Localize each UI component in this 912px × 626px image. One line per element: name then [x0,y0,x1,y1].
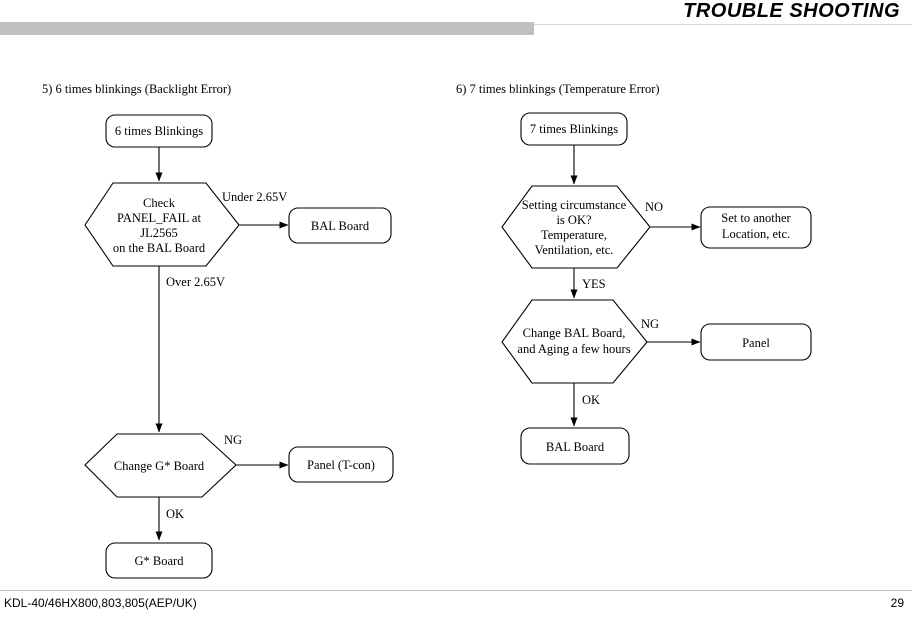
node-left-bal-board[interactable]: BAL Board [288,207,392,244]
node-left-start-label: 6 times Blinkings [115,124,203,138]
edge-label-right-yes: YES [582,277,606,291]
node-left-panel-tcon-shape [288,446,394,483]
node-left-check-line-1: Check [143,196,176,210]
node-left-check-line-4: on the BAL Board [113,241,206,255]
edge-label-over-265v: Over 2.65V [166,275,225,289]
node-right-setting-line-2: is OK? [556,213,592,227]
section-title-right: 6) 7 times blinkings (Temperature Error) [456,82,660,96]
edge-label-right-ng: NG [641,317,659,331]
footer-document-id: KDL-40/46HX800,803,805(AEP/UK) [4,596,197,610]
node-right-panel-label: Panel [742,336,770,350]
node-left-g-board-label: G* Board [135,554,185,568]
node-right-set-another-location-shape [700,206,812,249]
edge-label-under-265v: Under 2.65V [222,190,287,204]
node-left-change-g-board-label: Change G* Board [114,459,205,473]
edge-label-left-ok: OK [166,507,184,521]
node-left-start[interactable]: 6 times Blinkings [105,114,213,148]
node-right-start-label: 7 times Blinkings [530,122,618,136]
node-right-set-another-location[interactable]: Set to another Location, etc. [700,206,812,249]
page-footer: KDL-40/46HX800,803,805(AEP/UK) 29 [0,590,912,626]
footer-divider [0,590,912,591]
node-right-location-line-2: Location, etc. [722,227,790,241]
node-left-bal-board-shape [288,207,392,244]
node-right-start[interactable]: 7 times Blinkings [520,112,628,146]
node-right-setting-line-4: Ventilation, etc. [535,243,614,257]
node-left-check-panel-fail[interactable]: Check PANEL_FAIL at JL2565 on the BAL Bo… [84,182,240,267]
node-right-change-bal-line-1: Change BAL Board, [523,326,626,340]
node-left-panel-tcon-label: Panel (T-con) [307,458,375,472]
edge-label-left-ng: NG [224,433,242,447]
node-left-change-g-board[interactable]: Change G* Board [84,433,237,498]
header-accent-bar [0,22,534,35]
edge-label-right-no: NO [645,200,663,214]
node-right-bal-board[interactable]: BAL Board [520,427,630,465]
edge-label-right-ok: OK [582,393,600,407]
node-left-g-board-shape [105,542,213,579]
page-header: TROUBLE SHOOTING [0,0,912,40]
node-left-check-line-3: JL2565 [140,226,178,240]
node-right-setting-circumstance[interactable]: Setting circumstance is OK? Temperature,… [501,185,651,269]
page-title: TROUBLE SHOOTING [683,0,900,22]
node-right-change-bal-line-2: and Aging a few hours [517,342,630,356]
node-right-panel[interactable]: Panel [700,323,812,361]
node-right-bal-board-shape [520,427,630,465]
footer-page-number: 29 [890,596,904,610]
node-left-check-line-2: PANEL_FAIL at [117,211,201,225]
node-right-setting-circumstance-shape [501,185,651,269]
node-right-setting-line-3: Temperature, [541,228,607,242]
node-right-change-bal-board[interactable]: Change BAL Board, and Aging a few hours [501,299,648,384]
section-title-left: 5) 6 times blinkings (Backlight Error) [42,82,231,96]
node-right-change-bal-board-shape [501,299,648,384]
node-left-check-panel-fail-shape [84,182,240,267]
node-left-bal-board-label: BAL Board [311,219,370,233]
node-left-panel-tcon[interactable]: Panel (T-con) [288,446,394,483]
node-right-bal-board-label: BAL Board [546,440,605,454]
node-right-panel-shape [700,323,812,361]
node-right-location-line-1: Set to another [721,211,791,225]
flowchart-canvas: 5) 6 times blinkings (Backlight Error) 6… [0,40,912,590]
node-right-setting-line-1: Setting circumstance [522,198,627,212]
node-left-g-board[interactable]: G* Board [105,542,213,579]
node-left-change-g-board-shape [84,433,237,498]
